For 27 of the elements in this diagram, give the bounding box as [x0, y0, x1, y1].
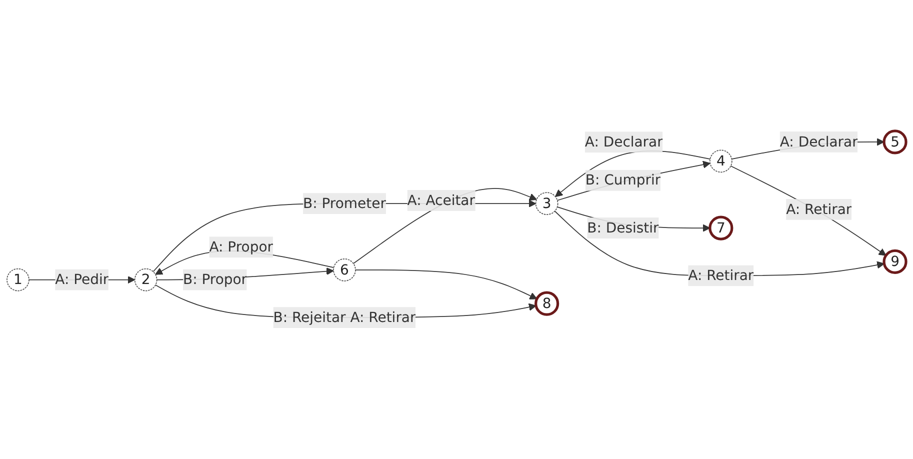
arrow: [355, 269, 538, 300]
edge-label: A: Pedir: [55, 271, 109, 288]
node-circle: 1: [6, 268, 30, 292]
edge-label: A: Declarar: [780, 133, 858, 150]
node-circle: 6: [333, 258, 356, 282]
arrow: [555, 150, 711, 197]
edge-label: B: Propor: [183, 271, 248, 288]
edge-label: A: Aceitar: [407, 192, 475, 208]
node-circle: 9: [882, 249, 908, 274]
edge-label: B: Cumprir: [585, 172, 661, 188]
edge-label: B: Desistir: [587, 219, 659, 236]
edge-label: A: Retirar: [688, 266, 754, 284]
edge-label: B: Rejeitar A: Retirar: [273, 308, 416, 326]
arrow: [556, 160, 710, 201]
node-circle: 3: [535, 192, 558, 215]
arrow: [730, 166, 886, 256]
edge-label: A: Retirar: [786, 200, 852, 218]
node-circle: 5: [882, 130, 908, 154]
node-circle: 2: [134, 268, 158, 292]
edge-label: A: Propor: [209, 238, 273, 255]
arrow: [554, 210, 885, 276]
node-circle: 4: [709, 150, 732, 173]
edge-label: B: Prometer: [303, 194, 386, 212]
node-circle: 7: [708, 216, 734, 240]
edge-label: A: Declarar: [584, 133, 663, 150]
arrow: [352, 188, 537, 264]
node-circle: 8: [534, 291, 560, 316]
